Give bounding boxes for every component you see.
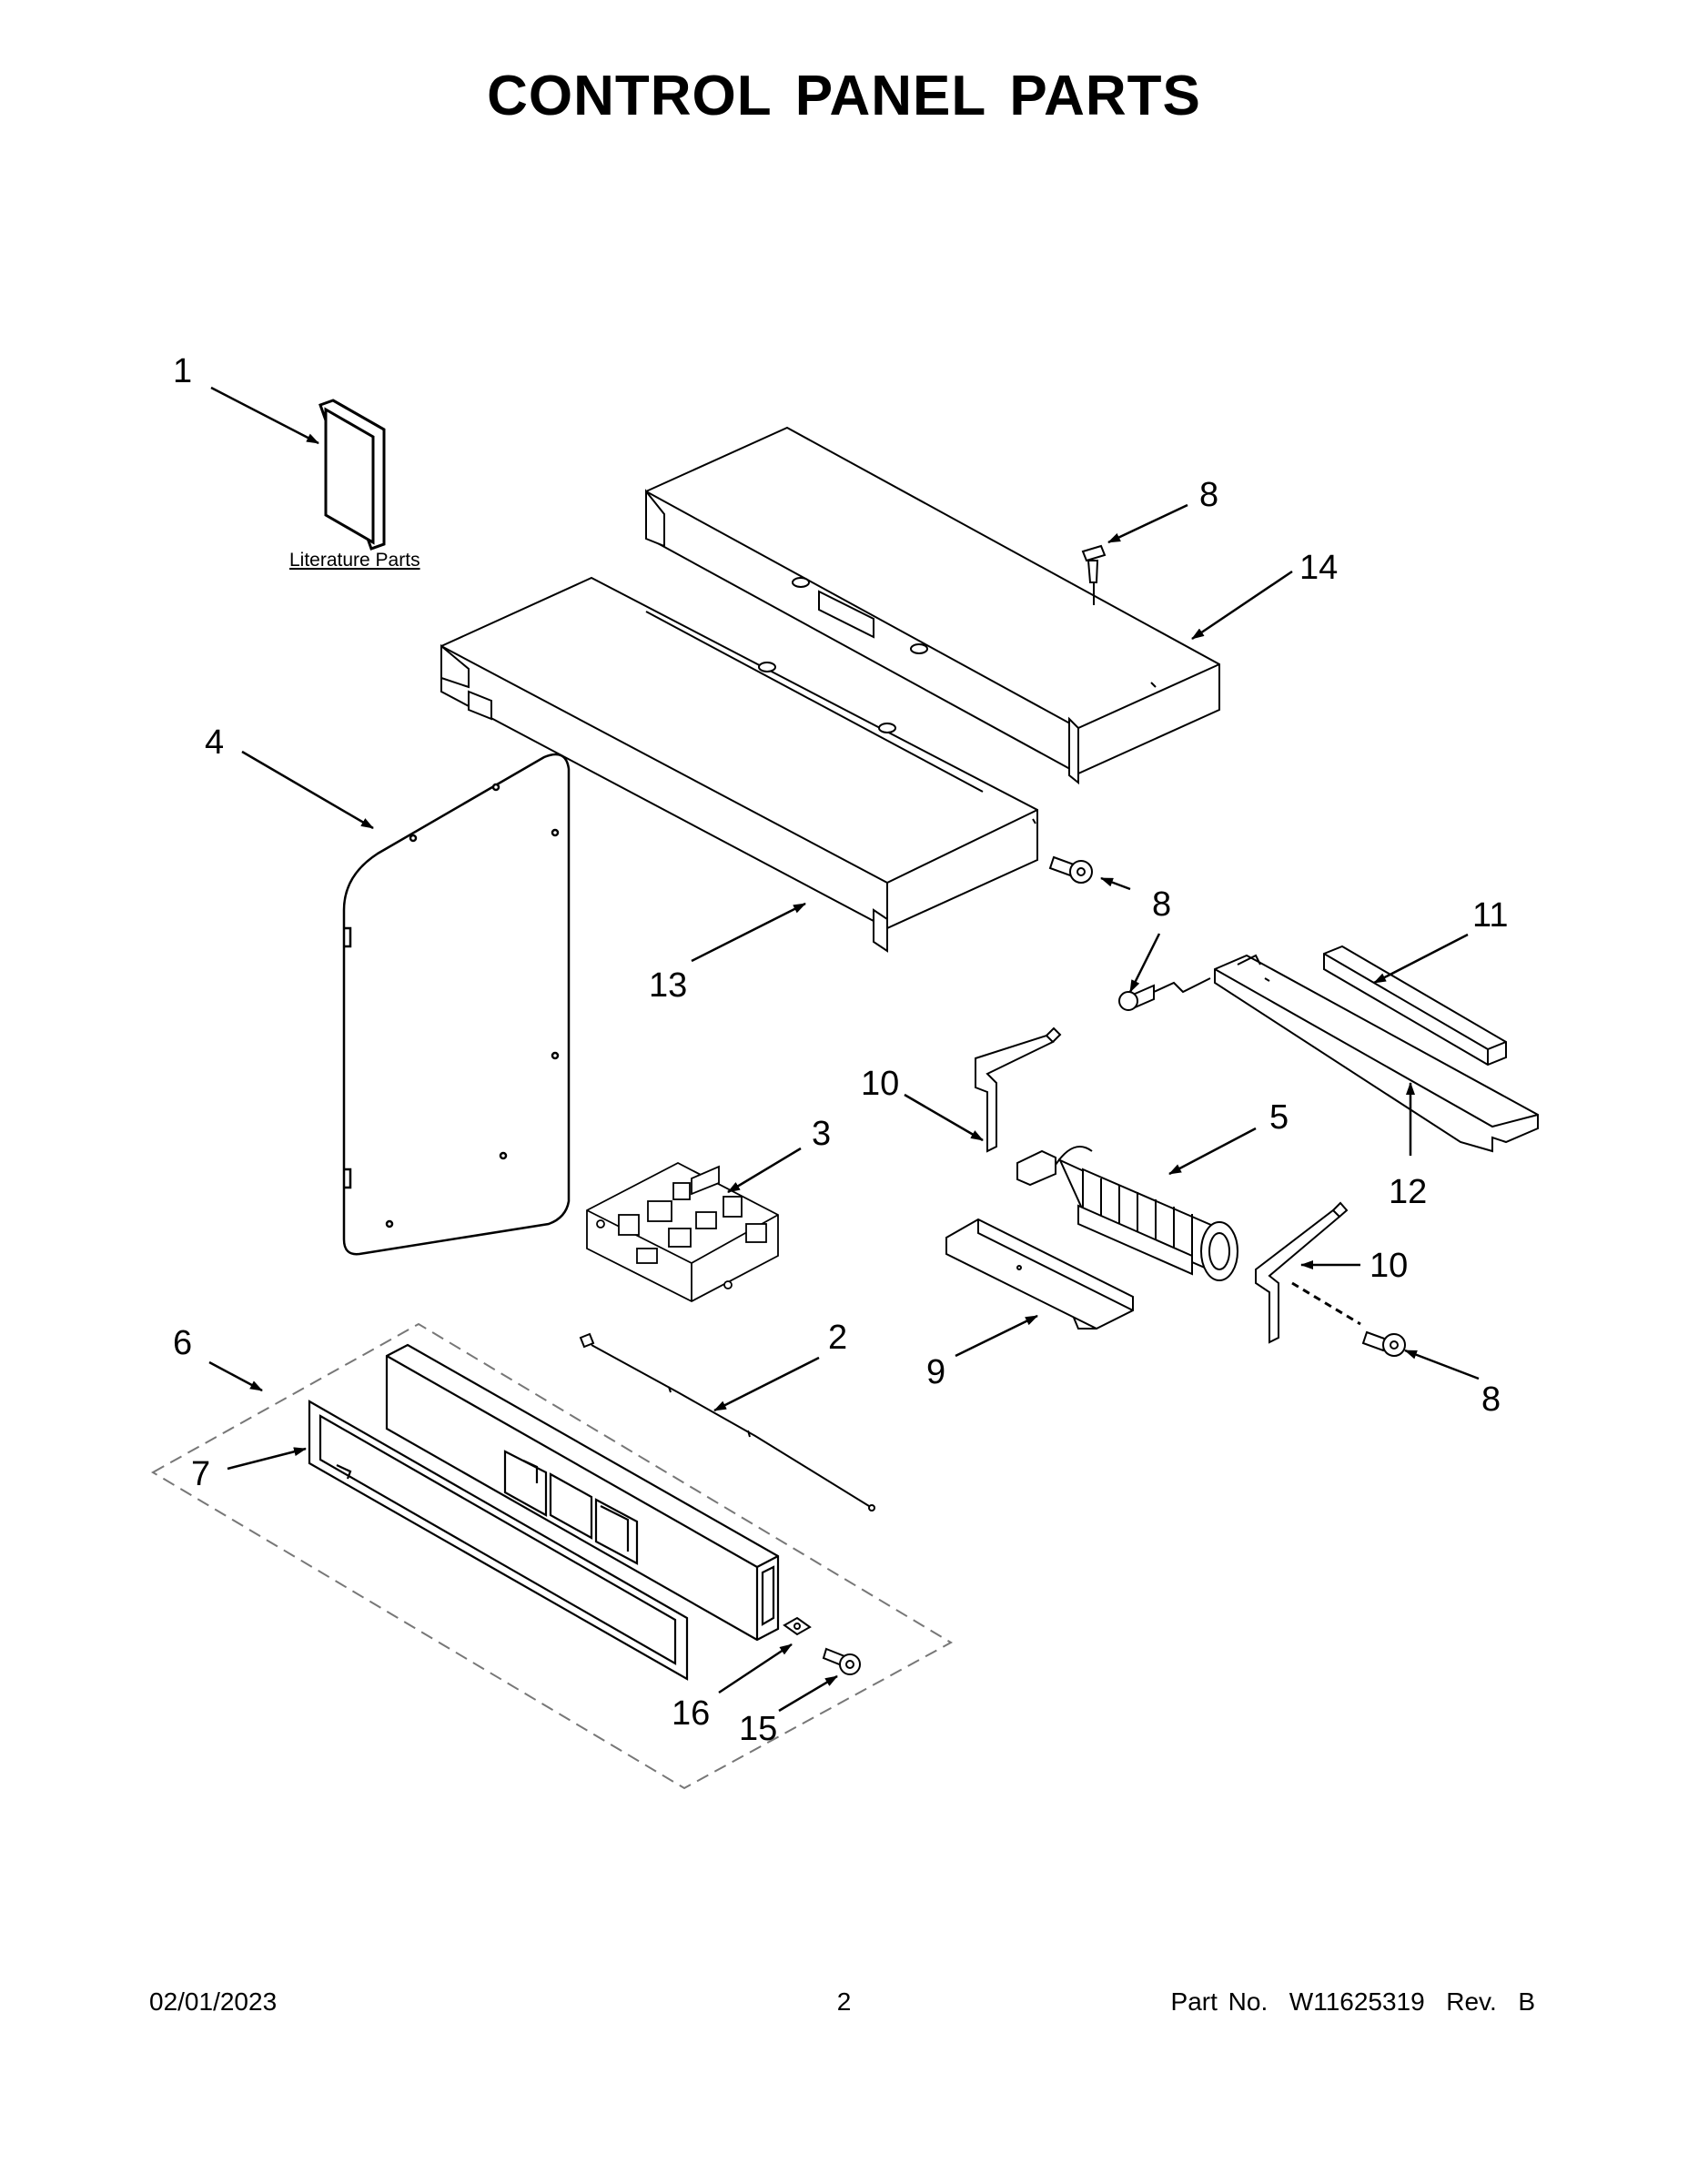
control-board [586,1161,779,1303]
literature-parts-label: Literature Parts [289,550,420,571]
blower-fan [1016,1146,1238,1281]
callout-4: 4 [205,723,224,762]
insulation-strip [1323,945,1507,1067]
callout-12: 12 [1389,1173,1427,1211]
callout-5: 5 [1269,1098,1289,1137]
upper-panel [645,426,1220,785]
screw-8-right [1361,1330,1406,1357]
callout-6: 6 [173,1324,192,1362]
callout-3: 3 [812,1115,831,1153]
callout-10-left: 10 [861,1065,899,1103]
literature-booklet [318,399,386,551]
bracket-10-right [1255,1201,1361,1344]
side-panel [342,753,571,1256]
callout-8-right: 8 [1481,1380,1501,1419]
deflector [945,1218,1134,1330]
callout-9: 9 [926,1353,945,1391]
callout-15: 15 [739,1710,777,1748]
callout-8-top: 8 [1199,476,1218,514]
callout-13: 13 [649,966,687,1005]
page-title: CONTROL PANEL PARTS [487,65,1201,127]
callout-11: 11 [1472,896,1508,935]
screw-15 [822,1647,861,1675]
callout-14: 14 [1299,549,1338,587]
screw-8-mid [1048,855,1093,884]
leader-arrows [208,386,1480,1713]
footer-date: 02/01/2023 [149,1987,278,2016]
control-panel-assembly [150,1322,954,1790]
footer-part-number: Part No. W11625319 Rev. B [1170,1987,1535,2016]
clip [783,1616,812,1636]
wire-harness [579,1332,875,1512]
callout-8-mid: 8 [1152,885,1171,924]
callout-labels: 1 8 14 4 8 11 13 10 3 5 12 10 2 6 9 8 7 … [173,352,1508,1748]
callout-16: 16 [672,1694,710,1733]
bracket-10-left [975,1026,1062,1153]
callout-2: 2 [828,1319,847,1357]
screw-8-top [1081,544,1107,605]
callout-7: 7 [191,1455,210,1493]
callout-10-right: 10 [1370,1247,1408,1285]
bracket-12 [1118,954,1539,1153]
footer-page-number: 2 [836,1987,852,2016]
callout-1: 1 [173,352,192,390]
lower-shelf-panel [440,576,1038,953]
